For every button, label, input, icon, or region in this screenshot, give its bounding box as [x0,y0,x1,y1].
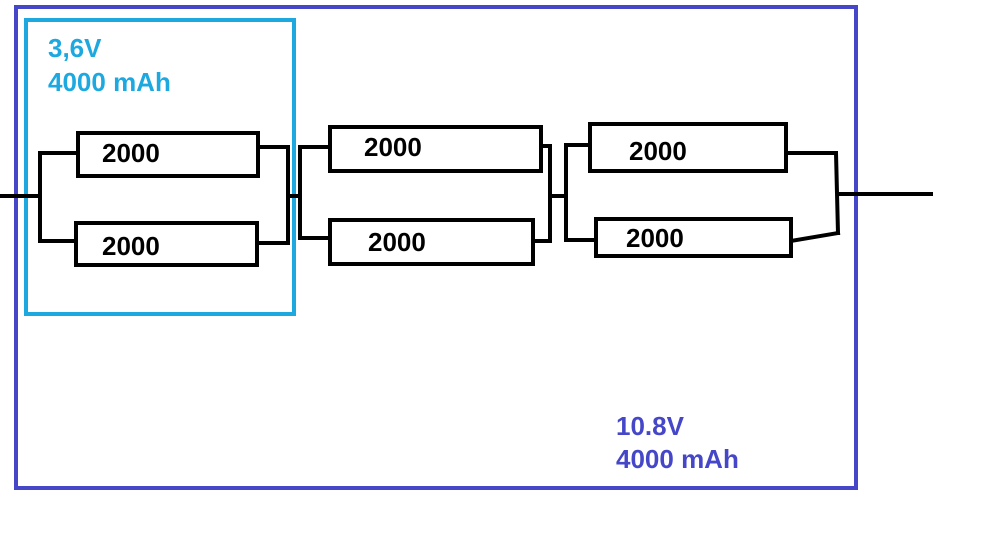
cell-capacity-label: 2000 [629,136,687,166]
cell [328,125,543,173]
cell [76,131,260,178]
module-frame [24,18,296,316]
pack-capacity-label: 4000 mAh [616,444,739,474]
module-capacity-label: 4000 mAh [48,67,171,97]
cell-capacity-label: 2000 [102,138,160,168]
cell-capacity-label: 2000 [626,223,684,253]
cell-group-2: 2000 2000 [328,125,543,266]
cell-capacity-label: 2000 [368,227,426,257]
cell [74,221,259,267]
cell-group-3: 2000 2000 [588,122,793,258]
cell [594,217,793,258]
pack-voltage-label: 10.8V [616,411,685,441]
cell-group-1: 2000 2000 [74,131,260,267]
module-voltage-label: 3,6V [48,33,102,63]
cell [588,122,788,173]
cell-capacity-label: 2000 [102,231,160,261]
cell-capacity-label: 2000 [364,132,422,162]
pack-frame [14,5,858,490]
cell [328,218,535,266]
